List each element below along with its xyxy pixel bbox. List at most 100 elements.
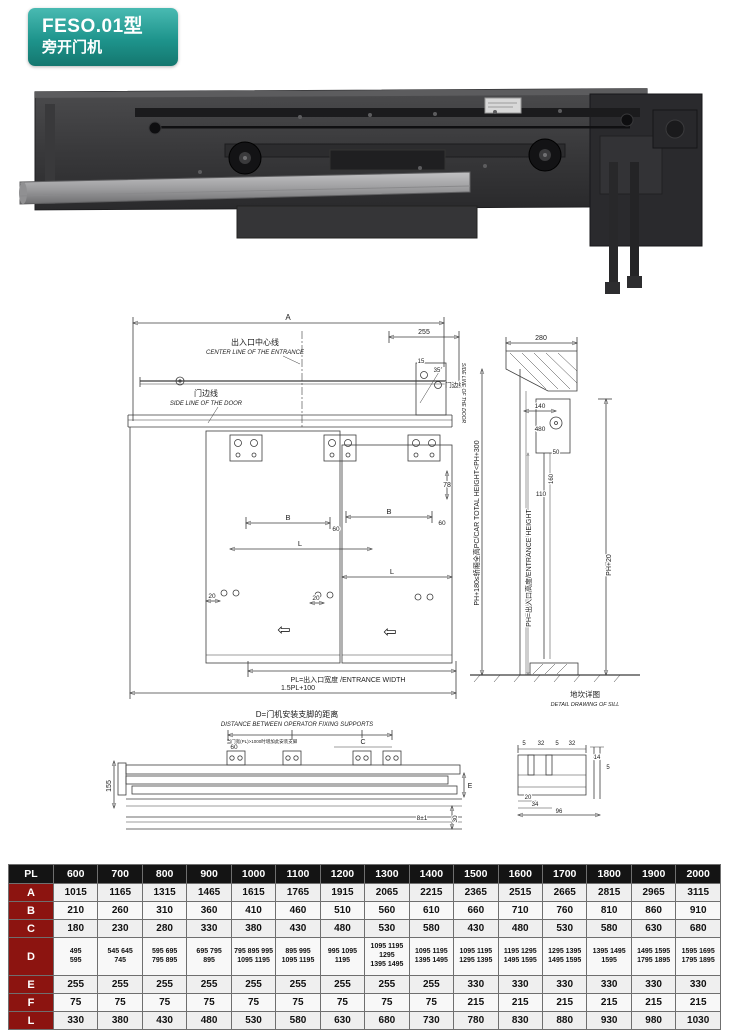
dim-15pl-label: 1.5PL+100 bbox=[281, 685, 315, 692]
table-header-pl: PL bbox=[8, 864, 54, 884]
dim-s96: 96 bbox=[556, 809, 563, 815]
dim-78: 78 bbox=[443, 482, 451, 489]
cell-D-top: 895 995 bbox=[285, 947, 311, 955]
cell-F-1400: 75 bbox=[408, 993, 455, 1012]
dim-e: E bbox=[468, 783, 473, 790]
cell-A-1000: 1615 bbox=[230, 883, 277, 902]
motor bbox=[652, 109, 698, 149]
cell-B-900: 360 bbox=[186, 901, 232, 920]
model-badge: FESO.01型 旁开门机 bbox=[28, 8, 178, 66]
cell-A-1800: 2815 bbox=[586, 883, 632, 902]
center-line-label-cn: 出入口中心线 bbox=[231, 337, 279, 347]
plan-view: D=门机安装支脚的距离 DISTANCE BETWEEN OPERATOR FI… bbox=[105, 708, 474, 829]
cell-D-bottom: 745 bbox=[114, 956, 127, 964]
cell-D-top: 1395 1495 bbox=[592, 947, 626, 955]
dim-15: 15 bbox=[418, 359, 425, 365]
dim-20-mid: 20 bbox=[312, 595, 320, 602]
dim-8pm1: 8±1 bbox=[417, 815, 428, 822]
dim-60-plan: 60 bbox=[230, 744, 238, 751]
cell-E-1200: 255 bbox=[319, 975, 366, 994]
dim-155: 155 bbox=[106, 780, 113, 792]
cell-B-1000: 410 bbox=[230, 901, 277, 920]
sheave-left bbox=[228, 141, 262, 175]
cell-C-1400: 580 bbox=[408, 919, 455, 938]
hanger-clusters bbox=[229, 434, 441, 462]
dim-s5c: 5 bbox=[606, 765, 610, 771]
cell-D-bottom: 595 bbox=[69, 956, 82, 964]
cell-B-1500: 660 bbox=[453, 901, 499, 920]
entrance-height-label: PH=出入口高度/ENTRANCE HEIGHT bbox=[524, 508, 533, 626]
cell-C-1000: 380 bbox=[230, 919, 277, 938]
dim-s34: 34 bbox=[532, 802, 539, 808]
sill-detail-title-en: DETAIL DRAWING OF SILL bbox=[551, 702, 620, 708]
cell-C-1100: 430 bbox=[275, 919, 321, 938]
dim-l-left: L bbox=[298, 539, 302, 548]
cell-L-1000: 530 bbox=[230, 1011, 277, 1030]
cell-L-1900: 980 bbox=[630, 1011, 677, 1030]
dim-pl-label: PL=出入口宽度 /ENTRANCE WIDTH bbox=[291, 675, 406, 684]
cell-D-top: 695 795 bbox=[196, 947, 222, 955]
table-header-col-900: 900 bbox=[186, 864, 232, 884]
sheave-right bbox=[528, 138, 562, 172]
cell-E-1300: 255 bbox=[364, 975, 410, 994]
sill-section-detail: 5 32 5 32 14 5 20 34 96 bbox=[518, 740, 611, 815]
cell-D-bottom: 1395 1495 bbox=[414, 956, 448, 964]
cell-B-600: 210 bbox=[52, 901, 99, 920]
cell-E-700: 255 bbox=[97, 975, 143, 994]
model-name: 旁开门机 bbox=[42, 38, 103, 56]
cell-E-1600: 330 bbox=[497, 975, 543, 994]
door-motion-arrow2-icon: ⇦ bbox=[383, 624, 396, 641]
cell-F-1500: 215 bbox=[453, 993, 499, 1012]
cell-A-1900: 2965 bbox=[630, 883, 677, 902]
dim-s32a: 32 bbox=[538, 741, 545, 747]
cell-A-1300: 2065 bbox=[364, 883, 410, 902]
cell-E-1800: 330 bbox=[586, 975, 632, 994]
cell-D-bottom: 795 895 bbox=[151, 956, 178, 964]
cell-D-top: 795 895 995 bbox=[234, 947, 273, 955]
cell-D-bottom: 1095 1195 bbox=[237, 956, 270, 964]
sill-rail bbox=[19, 171, 471, 205]
door-motion-arrow-icon: ⇦ bbox=[277, 622, 290, 639]
car-total-height-label: PH+180≤轿厢全高PC/CAR TOTAL HEIGHT<PH+300 bbox=[472, 440, 481, 605]
model-number: FESO.01型 bbox=[42, 16, 144, 37]
table-header-col-1700: 1700 bbox=[541, 864, 588, 884]
cell-L-2000: 1030 bbox=[675, 1011, 721, 1030]
cell-F-1300: 75 bbox=[364, 993, 410, 1012]
cell-L-1300: 680 bbox=[364, 1011, 410, 1030]
cell-E-1000: 255 bbox=[230, 975, 277, 994]
cell-D-top: 1595 1695 bbox=[681, 947, 715, 955]
cell-C-1500: 430 bbox=[453, 919, 499, 938]
table-header-col-1300: 1300 bbox=[364, 864, 410, 884]
cell-F-700: 75 bbox=[97, 993, 143, 1012]
cell-A-800: 1315 bbox=[141, 883, 188, 902]
cell-F-600: 75 bbox=[52, 993, 99, 1012]
table-header-col-1200: 1200 bbox=[319, 864, 366, 884]
door-line2-label-cn: 门边线 bbox=[445, 380, 465, 389]
technical-drawing: A 255 出入口中心线 CENTER LINE OF THE ENTRANCE… bbox=[0, 303, 729, 861]
dim-20-left: 20 bbox=[208, 593, 216, 600]
dim-a: A bbox=[285, 313, 291, 322]
cell-D-top: 1095 1195 bbox=[459, 947, 493, 955]
dim-c: C bbox=[360, 739, 365, 746]
cell-B-1900: 860 bbox=[630, 901, 677, 920]
cell-E-1500: 330 bbox=[453, 975, 499, 994]
row-label-C: C bbox=[8, 919, 54, 938]
center-line-label-en: CENTER LINE OF THE ENTRANCE bbox=[206, 350, 305, 356]
dim-s14: 14 bbox=[594, 755, 601, 761]
cell-F-1100: 75 bbox=[275, 993, 321, 1012]
row-label-E: E bbox=[8, 975, 54, 994]
door-line-label-cn: 门边线 bbox=[194, 388, 218, 398]
cell-C-1300: 530 bbox=[364, 919, 410, 938]
